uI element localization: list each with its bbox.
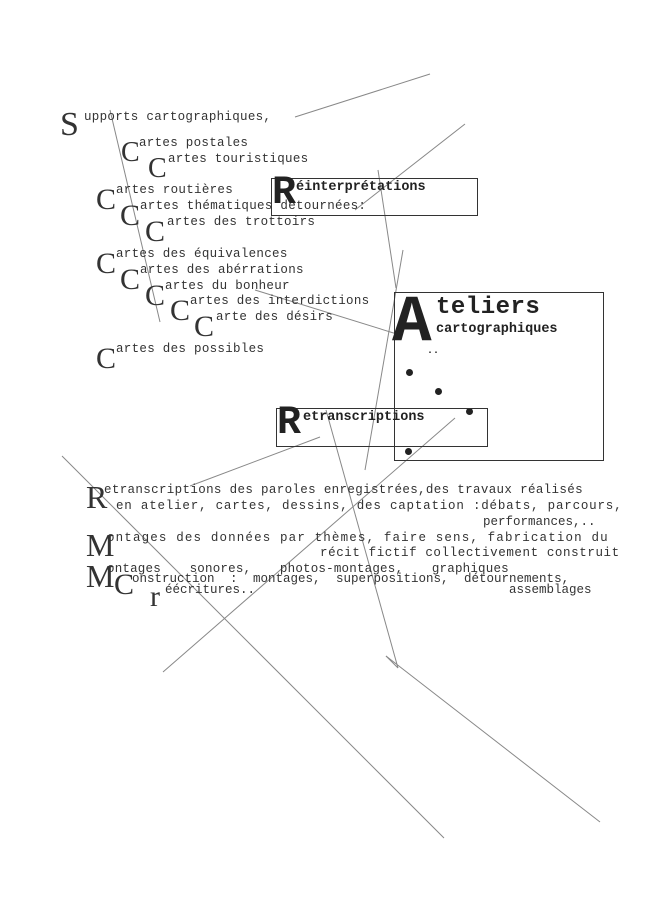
reinterpretations-text: éinterprétations [296,180,426,195]
ateliers-initial: A [392,285,432,360]
paragraph-line: onstruction : montages, superpositions, … [132,572,570,586]
paragraph-line: etranscriptions des paroles enregistrées… [104,483,583,497]
ateliers-line2: cartographiques [436,322,558,337]
paragraph-line: ontages sonores, photos-montages, graphi… [107,562,509,576]
retranscriptions-text: etranscriptions [303,410,425,425]
paragraph-line: ontages des données par thèmes, faire se… [107,531,609,545]
connector-line [189,436,321,487]
ateliers-line1: teliers [436,294,541,321]
connector-line [354,123,466,211]
connector-line [61,455,445,839]
bullet-dot [435,388,442,395]
paragraph-initial-m: M [86,558,115,594]
retranscriptions-box [276,408,488,447]
supports-initial: S [60,106,79,143]
paragraph-initial-r: R [86,479,108,515]
reinterpretations-box [271,178,478,216]
supports-text: upports cartographiques, [84,110,272,124]
diaeresis-mark: .. [427,346,440,357]
connector-line [377,169,397,289]
ateliers-box [394,292,604,461]
paragraph-line: assemblages [509,583,592,597]
connector-line [254,289,401,336]
retranscriptions-initial: R [277,401,302,446]
paragraph-line: éécritures.. [165,583,256,597]
connector-line [364,249,404,471]
connector-line [109,109,161,323]
paragraph-line: en atelier, cartes, dessins, des captati… [116,499,623,513]
reinterpretations-initial: R [272,171,297,216]
bullet-dot [406,369,413,376]
paragraph-initial-c: C [114,568,135,601]
connector-line [325,409,399,669]
paragraph-line: récit fictif collectivement construit [320,546,620,560]
bullet-dot [466,408,473,415]
paragraph-initial-r-small: r [150,580,160,613]
paragraph-line: performances,.. [483,515,596,529]
paragraph-initial-m: M [86,527,115,563]
connector-line [385,655,399,669]
bullet-dot [405,448,412,455]
connector-line [385,655,601,823]
connector-line [294,73,431,118]
